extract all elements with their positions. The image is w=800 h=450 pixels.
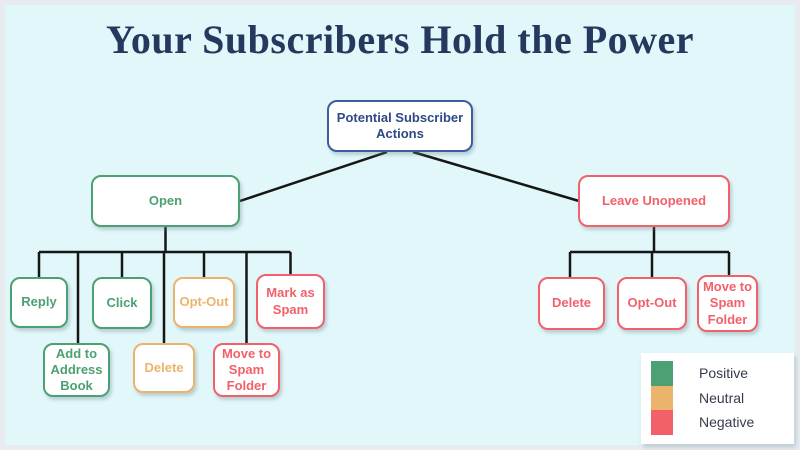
legend-label-positive: Positive <box>699 365 749 382</box>
node-move-to-spam-folder-open: Move to Spam Folder <box>213 343 280 397</box>
node-reply: Reply <box>10 277 68 328</box>
node-click: Click <box>92 277 152 329</box>
node-delete-unopened: Delete <box>538 277 605 330</box>
connector-root-branches <box>239 150 580 203</box>
node-add-to-address-book: Add to Address Book <box>43 343 110 397</box>
node-opt-out-open: Opt-Out <box>173 277 235 328</box>
node-move-to-spam-folder-unopened: Move to Spam Folder <box>697 275 758 332</box>
node-opt-out-unopened: Opt-Out <box>617 277 687 330</box>
connector-leave-unopened-branch <box>568 227 731 278</box>
legend-label-neutral: Neutral <box>699 389 745 406</box>
legend-swatch-neutral <box>651 385 673 410</box>
legend-label-negative: Negative <box>699 414 755 431</box>
legend-swatch-positive <box>651 361 673 386</box>
page-title: Your Subscribers Hold the Power <box>105 17 695 62</box>
legend-swatch-negative <box>651 410 673 435</box>
node-open: Open <box>91 175 240 227</box>
legend: Positive Neutral Negative <box>641 353 794 444</box>
node-mark-as-spam: Mark as Spam <box>256 274 325 329</box>
node-delete-open: Delete <box>133 343 195 393</box>
connector-open-branch <box>37 227 292 344</box>
node-potential-subscriber-actions: Potential Subscriber Actions <box>327 100 473 152</box>
node-leave-unopened: Leave Unopened <box>578 175 730 227</box>
